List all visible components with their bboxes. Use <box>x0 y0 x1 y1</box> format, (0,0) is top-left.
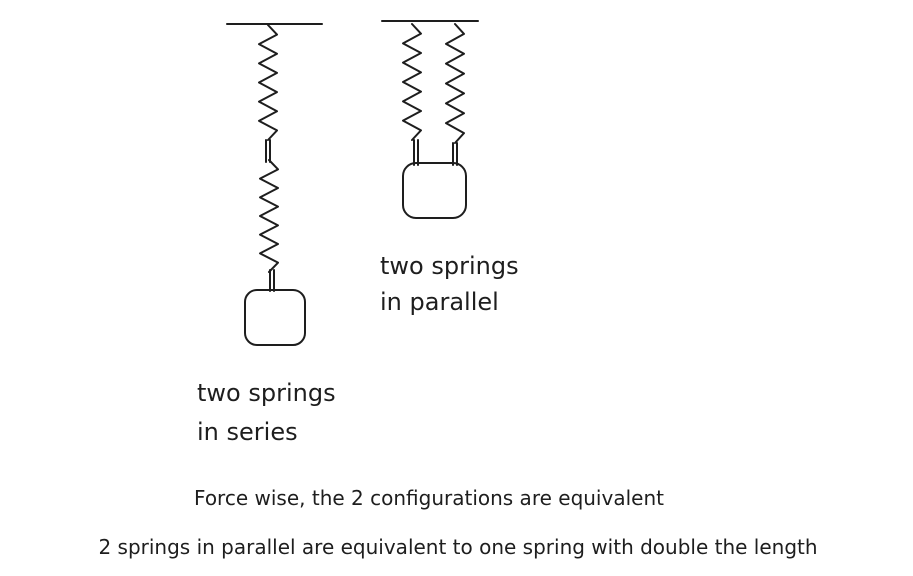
series-mass-block <box>244 289 306 346</box>
series-label-line1: two springs <box>197 379 336 407</box>
series-label-line2: in series <box>197 418 298 446</box>
parallel-configuration <box>381 20 479 219</box>
series-connector-middle <box>265 139 271 163</box>
parallel-label-line2: in parallel <box>380 288 499 316</box>
parallel-connector-left <box>413 139 419 166</box>
note-force-equivalence: Force wise, the 2 configurations are equ… <box>194 486 664 510</box>
series-connector-bottom <box>269 269 275 292</box>
parallel-spring-right <box>445 23 465 144</box>
series-spring-top <box>258 24 278 141</box>
parallel-spring-left <box>402 23 422 141</box>
note-parallel-equivalence: 2 springs in parallel are equivalent to … <box>98 535 817 559</box>
series-spring-bottom <box>259 159 279 273</box>
parallel-connector-right <box>452 142 458 166</box>
series-configuration <box>226 23 323 346</box>
parallel-mass-block <box>402 162 467 219</box>
parallel-label-line1: two springs <box>380 252 519 280</box>
